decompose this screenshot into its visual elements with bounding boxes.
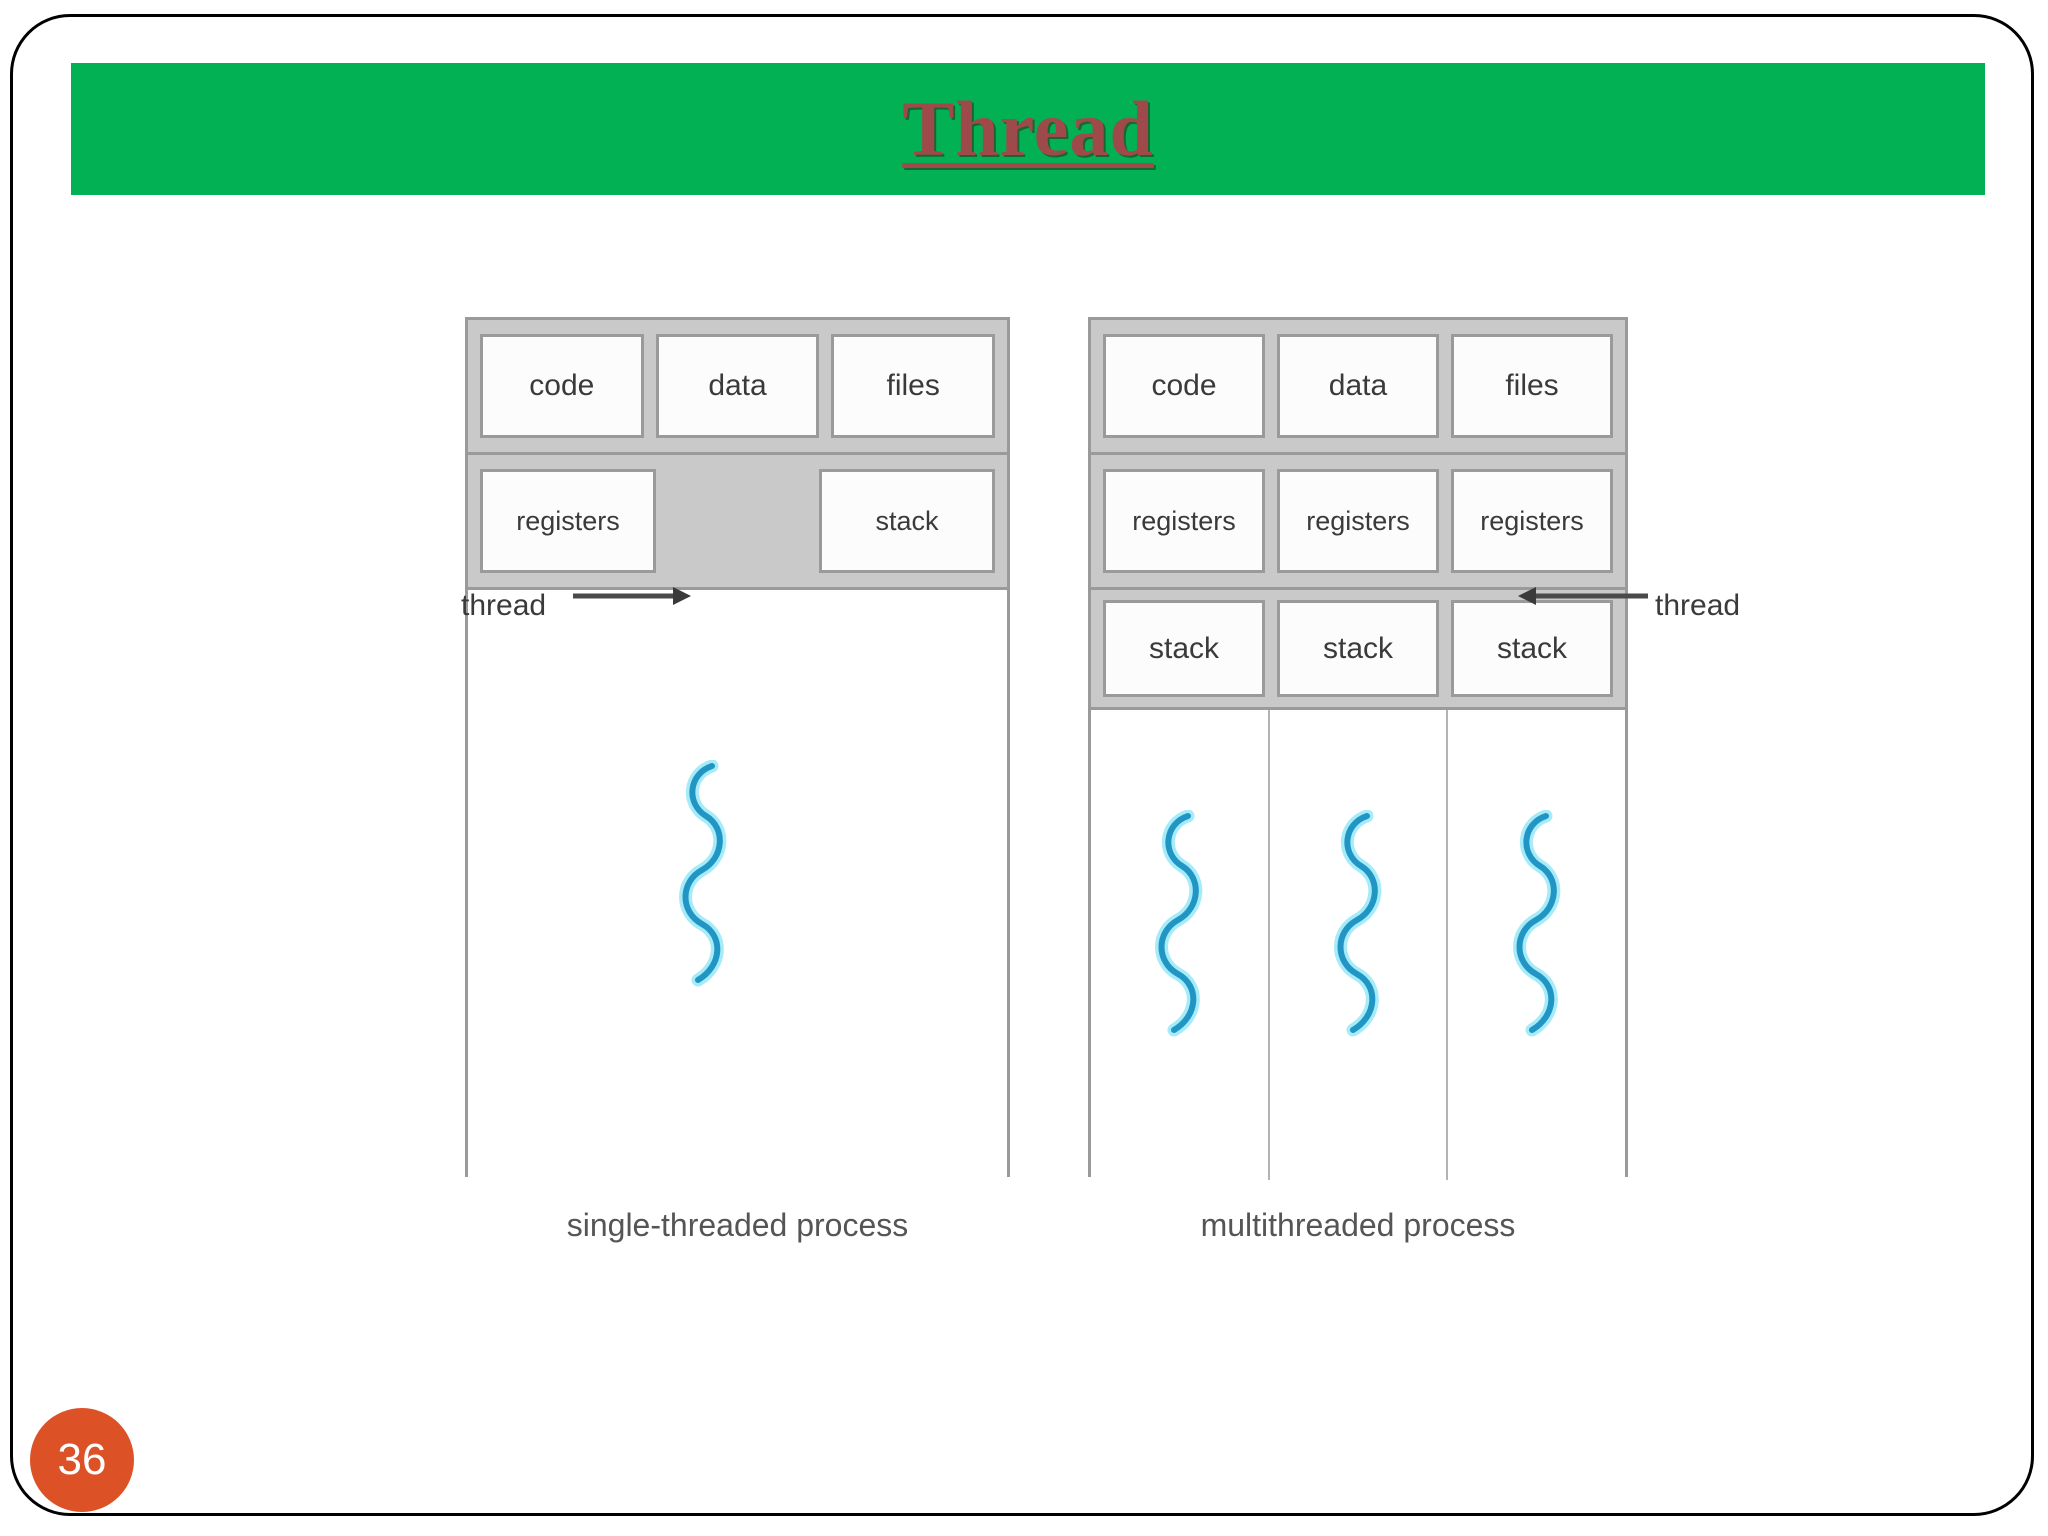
caption-single-threaded: single-threaded process (566, 1207, 909, 1243)
cell-registers-3: registers (1451, 469, 1613, 573)
cell-stack-2: stack (1277, 600, 1439, 697)
multi-process-body (1091, 710, 1625, 1180)
thread-squiggle-icon (1502, 809, 1572, 1040)
single-threaded-process-box: code data files registers stack (465, 317, 1010, 1180)
thread-label-single: thread (461, 589, 547, 622)
cell-code: code (1103, 334, 1265, 438)
multi-shared-resources-row: code data files (1091, 320, 1625, 455)
thread-squiggle-icon (1323, 809, 1393, 1040)
thread-arrow-multi-icon (1518, 585, 1648, 607)
thread-squiggle-icon (1144, 809, 1214, 1040)
cell-registers-1: registers (1103, 469, 1265, 573)
single-shared-resources-row: code data files (468, 320, 1007, 455)
page-title: Thread (902, 85, 1154, 172)
thread-column-2 (1270, 710, 1449, 1180)
multi-registers-row: registers registers registers (1091, 455, 1625, 590)
slide-frame: Thread code data files registers stack (10, 14, 2034, 1516)
thread-arrow-single-icon (573, 585, 691, 607)
cell-registers-2: registers (1277, 469, 1439, 573)
cell-stack: stack (819, 469, 995, 573)
page-number-badge: 36 (30, 1408, 134, 1512)
cell-data: data (655, 334, 820, 438)
thread-label-multi: thread (1655, 589, 1741, 622)
cell-stack-1: stack (1103, 600, 1265, 697)
single-process-body (468, 590, 1007, 1180)
cell-data: data (1277, 334, 1439, 438)
cell-files: files (1451, 334, 1613, 438)
single-thread-state-row: registers stack (468, 455, 1007, 590)
multithreaded-process-box: code data files registers registers regi… (1088, 317, 1628, 1180)
thread-column-1 (1091, 710, 1270, 1180)
multi-stack-row: stack stack stack (1091, 590, 1625, 710)
caption-multithreaded: multithreaded process (1200, 1207, 1516, 1243)
cell-files: files (831, 334, 996, 438)
cell-stack-3: stack (1451, 600, 1613, 697)
thread-diagram: code data files registers stack thread (443, 317, 1740, 1307)
thread-column-3 (1448, 710, 1625, 1180)
title-banner: Thread (71, 63, 1985, 195)
cell-code: code (480, 334, 644, 438)
thread-squiggle-icon (668, 759, 738, 990)
cell-registers: registers (480, 469, 656, 573)
